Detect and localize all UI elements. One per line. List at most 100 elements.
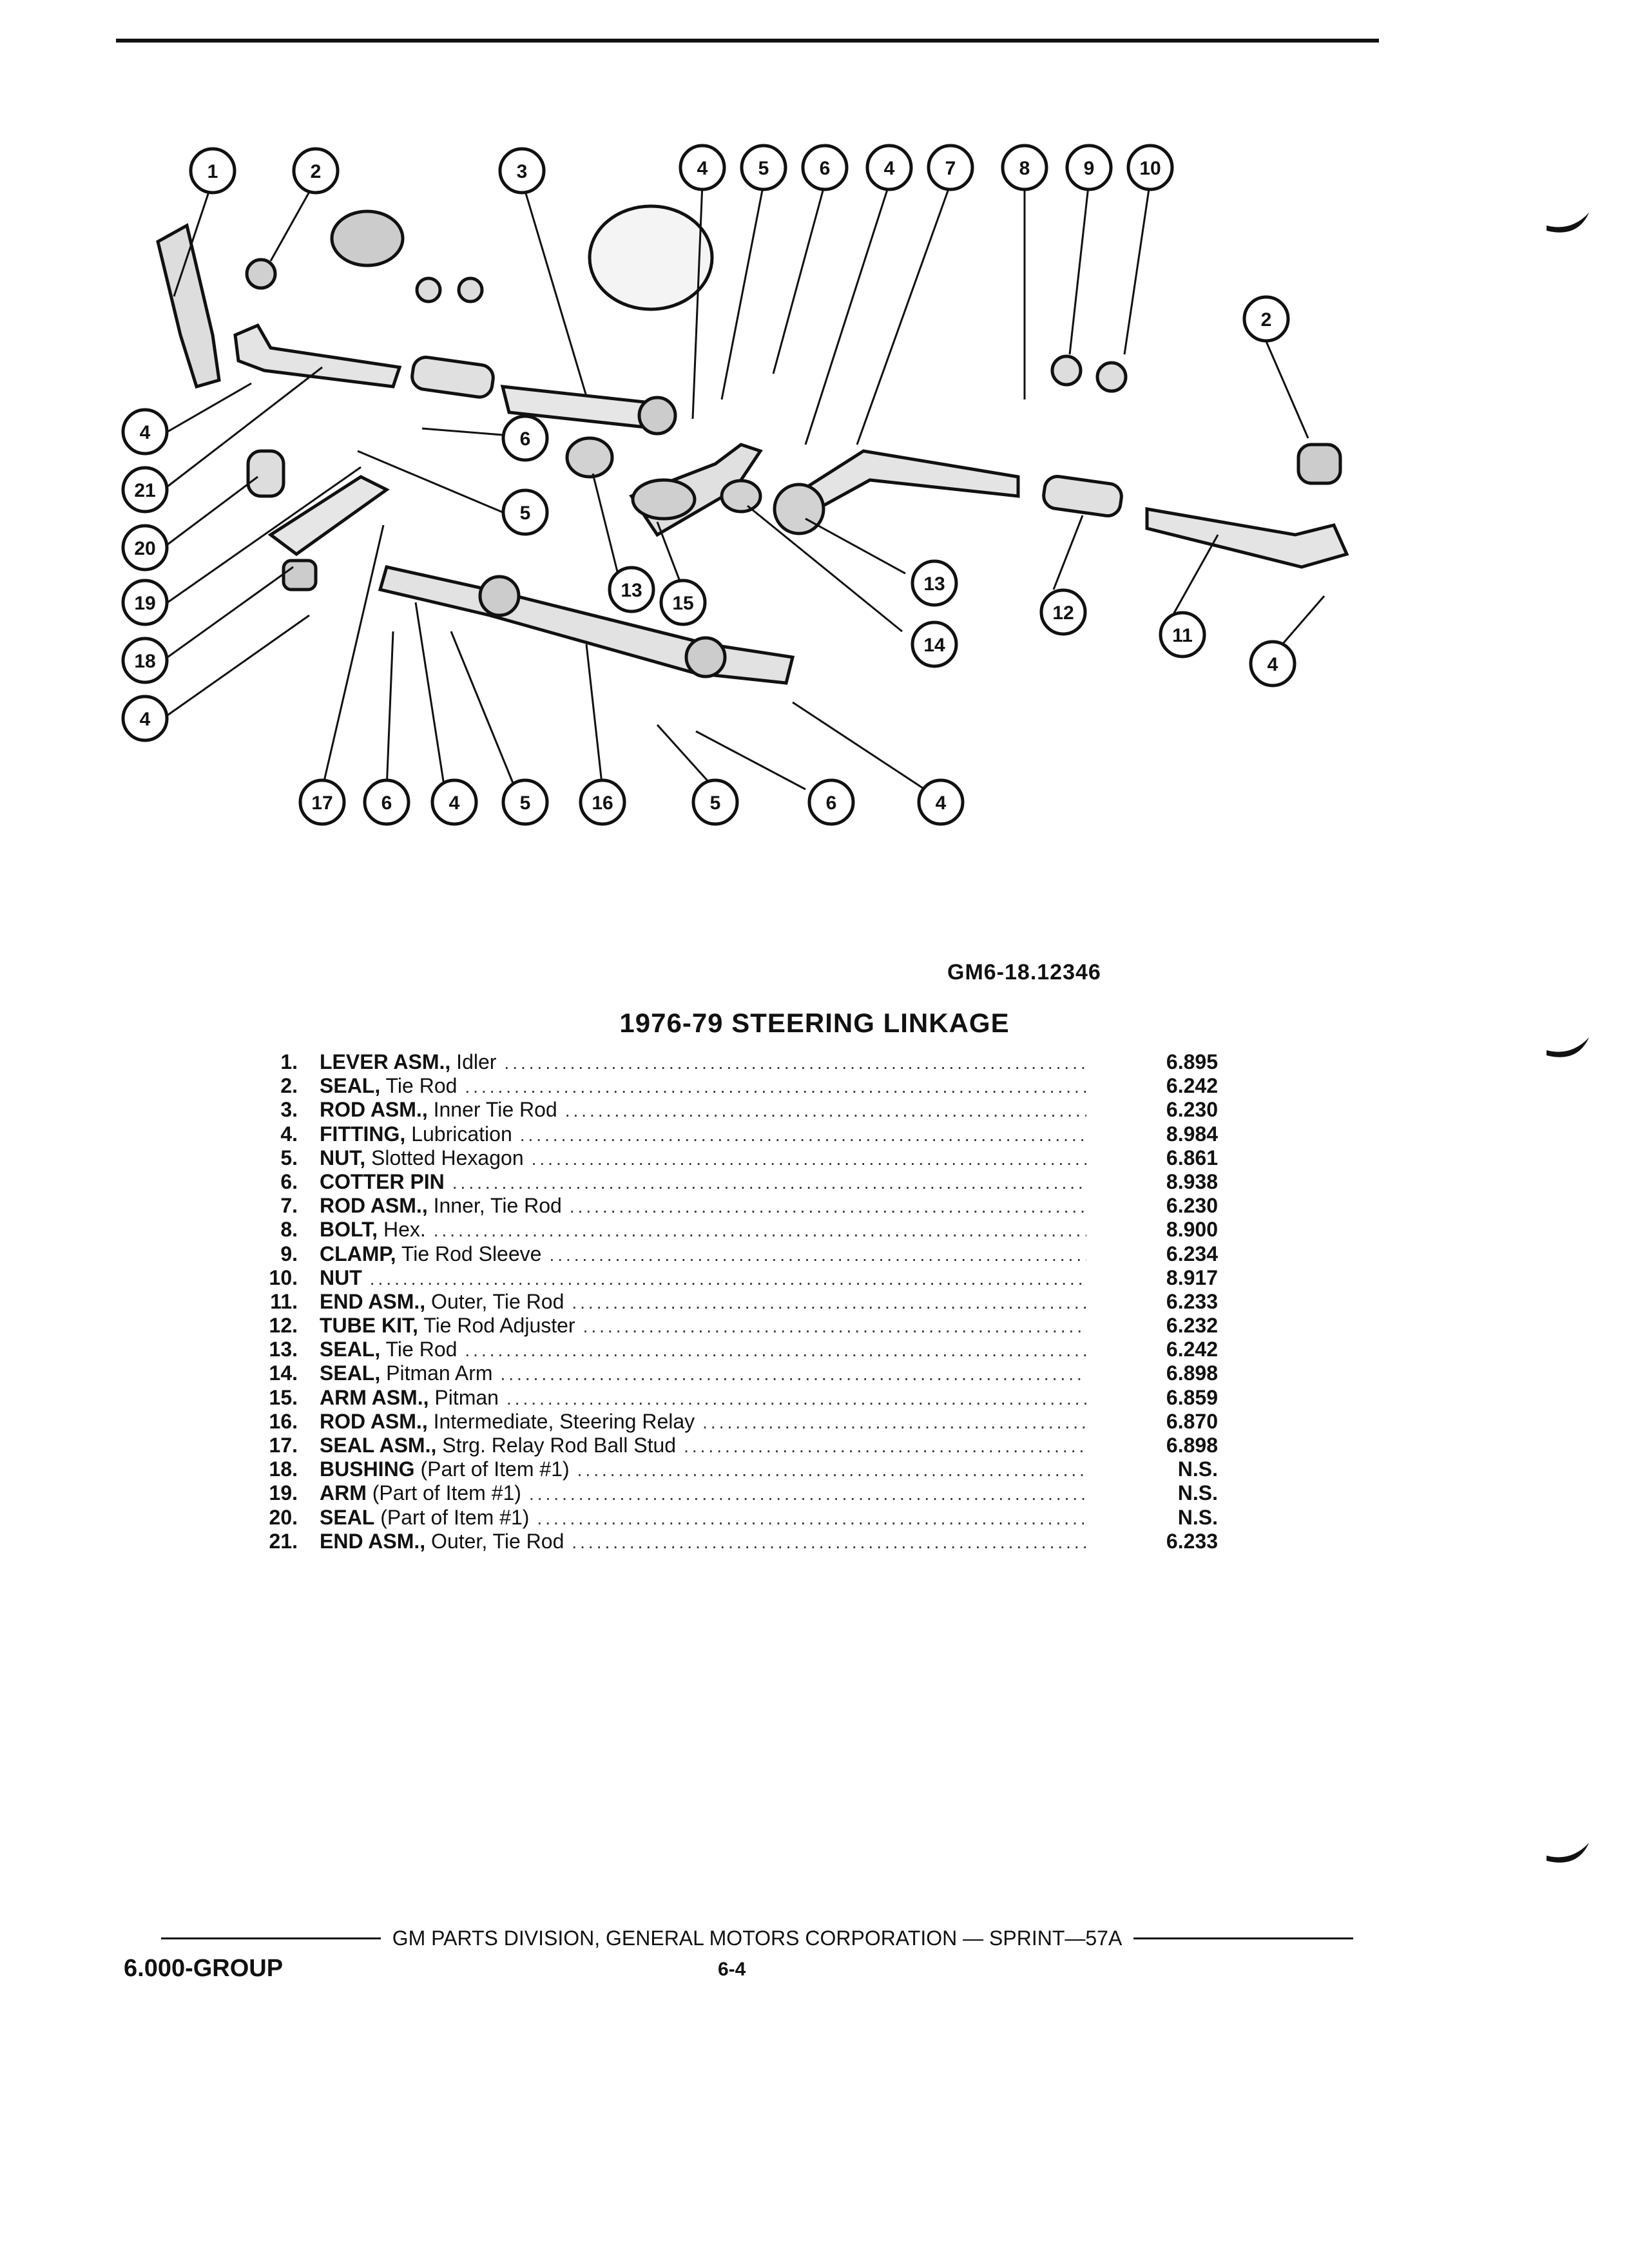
- callout-10: 10: [1126, 144, 1174, 191]
- part-description: ARM (Part of Item #1)...................…: [320, 1481, 1086, 1506]
- part-description: BOLT, Hex...............................…: [320, 1218, 1086, 1242]
- svg-text:1: 1: [207, 161, 218, 182]
- leader-dots: ........................................…: [465, 1340, 1086, 1361]
- leader-dots: ........................................…: [583, 1316, 1086, 1337]
- binder-mark-bottom: [1547, 1843, 1589, 1863]
- leader-dots: ........................................…: [465, 1077, 1086, 1097]
- callout-7: 7: [927, 144, 974, 191]
- callout-5: 5: [740, 144, 787, 191]
- parts-row: 17.SEAL ASM., Strg. Relay Rod Ball Stud.…: [238, 1434, 1218, 1457]
- callout-13: 13: [608, 566, 655, 613]
- svg-text:5: 5: [758, 158, 769, 179]
- part-detail: (Part of Item #1): [374, 1505, 530, 1529]
- part-number: 9.: [280, 1242, 298, 1265]
- svg-text:12: 12: [1052, 602, 1074, 624]
- callout-9: 9: [1065, 144, 1113, 191]
- leader-dots: ........................................…: [572, 1292, 1086, 1312]
- part-name: LEVER ASM.,: [320, 1050, 451, 1073]
- callout-4: 4: [121, 695, 169, 742]
- parts-row: 2. SEAL, Tie Rod.........................…: [238, 1074, 1218, 1098]
- part-number: 18.: [269, 1457, 298, 1481]
- parts-row: 11.END ASM., Outer, Tie Rod.............…: [238, 1290, 1218, 1314]
- part-number: 14.: [269, 1361, 298, 1385]
- leader-dots: ........................................…: [506, 1388, 1086, 1408]
- leader-dots: ........................................…: [684, 1436, 1086, 1456]
- part-number: 1.: [280, 1050, 298, 1073]
- group-code: 8.900: [1166, 1218, 1218, 1242]
- relay-rod-part: [378, 565, 795, 685]
- part-number: 13.: [269, 1338, 298, 1361]
- adjuster-sleeve-left-part: [410, 355, 495, 399]
- callout-4: 4: [430, 778, 478, 826]
- part-detail: Inner, Tie Rod: [427, 1194, 562, 1218]
- group-code: 6.230: [1166, 1098, 1218, 1122]
- part-number: 4.: [280, 1122, 298, 1146]
- callout-5: 5: [501, 778, 549, 826]
- parts-row: 19.ARM (Part of Item #1)................…: [238, 1481, 1218, 1505]
- part-name: SEAL ASM.,: [320, 1434, 437, 1457]
- idler-lever-part: [156, 223, 221, 389]
- callout-6: 6: [801, 144, 849, 191]
- part-description: END ASM., Outer, Tie Rod................…: [320, 1530, 1086, 1554]
- part-name: CLAMP,: [320, 1242, 396, 1265]
- part-name: ARM: [320, 1481, 367, 1505]
- parts-row: 20.SEAL (Part of Item #1)...............…: [238, 1506, 1218, 1530]
- leader-dots: ........................................…: [531, 1148, 1086, 1169]
- svg-text:6: 6: [520, 428, 531, 450]
- svg-text:6: 6: [820, 158, 831, 179]
- callout-14: 14: [911, 620, 958, 668]
- part-name: SEAL,: [320, 1338, 381, 1361]
- group-code: 6.895: [1166, 1050, 1218, 1073]
- part-detail: Slotted Hexagon: [365, 1146, 524, 1169]
- callout-12: 12: [1039, 588, 1087, 636]
- binder-mark-middle: [1547, 1037, 1589, 1057]
- part-description: SEAL, Tie Rod...........................…: [320, 1074, 1086, 1099]
- inner-tie-rod-right-part: [790, 449, 1020, 518]
- part-name: COTTER PIN: [320, 1169, 445, 1193]
- svg-text:6: 6: [826, 793, 837, 814]
- parts-row: 12.TUBE KIT, Tie Rod Adjuster...........…: [238, 1314, 1218, 1338]
- callout-8: 8: [1001, 144, 1048, 191]
- group-code: 6.861: [1166, 1146, 1218, 1169]
- group-label: 6.000-GROUP: [124, 1955, 284, 1982]
- part-description: FITTING, Lubrication....................…: [320, 1122, 1086, 1147]
- part-description: COTTER PIN..............................…: [320, 1170, 1086, 1195]
- leader-dots: ........................................…: [433, 1220, 1086, 1241]
- part-name: SEAL,: [320, 1361, 381, 1385]
- parts-list-title: 1976-79 STEERING LINKAGE: [619, 1008, 1010, 1038]
- group-code: 6.232: [1166, 1314, 1218, 1338]
- svg-text:7: 7: [945, 158, 956, 179]
- parts-row: 6.COTTER PIN............................…: [238, 1170, 1218, 1194]
- group-code: 8.917: [1166, 1265, 1218, 1289]
- footer-publisher: GM PARTS DIVISION, GENERAL MOTORS CORPOR…: [392, 1927, 1123, 1950]
- callout-2: 2: [1242, 295, 1290, 343]
- part-number: 2.: [280, 1074, 298, 1098]
- part-detail: Pitman Arm: [380, 1361, 493, 1385]
- pitman-inset-detail: [588, 204, 714, 311]
- outer-tie-rod-end-right-part: [1145, 507, 1349, 569]
- part-detail: Tie Rod Adjuster: [418, 1314, 575, 1338]
- parts-row: 9.CLAMP, Tie Rod Sleeve.................…: [238, 1242, 1218, 1266]
- group-code: 6.870: [1166, 1409, 1218, 1433]
- binder-mark-top: [1547, 213, 1589, 233]
- leader-dots: ........................................…: [702, 1412, 1086, 1432]
- part-number: 5.: [280, 1146, 298, 1169]
- part-description: SEAL ASM., Strg. Relay Rod Ball Stud....…: [320, 1434, 1086, 1458]
- part-name: SEAL,: [320, 1074, 381, 1098]
- callout-4: 4: [679, 144, 726, 191]
- leader-dots: ........................................…: [504, 1053, 1086, 1073]
- leader-dots: ........................................…: [572, 1532, 1086, 1552]
- part-description: LEVER ASM., Idler.......................…: [320, 1050, 1086, 1075]
- svg-text:10: 10: [1139, 158, 1161, 179]
- part-name: NUT: [320, 1265, 362, 1289]
- page-number: 6-4: [718, 1959, 746, 1980]
- parts-row: 14.SEAL, Pitman Arm.....................…: [238, 1361, 1218, 1385]
- svg-text:4: 4: [449, 793, 460, 814]
- leader-dots: ........................................…: [569, 1196, 1086, 1217]
- svg-text:2: 2: [311, 161, 322, 182]
- part-detail: Outer, Tie Rod: [425, 1289, 564, 1313]
- part-name: ROD ASM.,: [320, 1098, 428, 1122]
- part-detail: Tie Rod Sleeve: [396, 1242, 542, 1265]
- part-number: 16.: [269, 1409, 298, 1433]
- svg-text:5: 5: [520, 793, 531, 814]
